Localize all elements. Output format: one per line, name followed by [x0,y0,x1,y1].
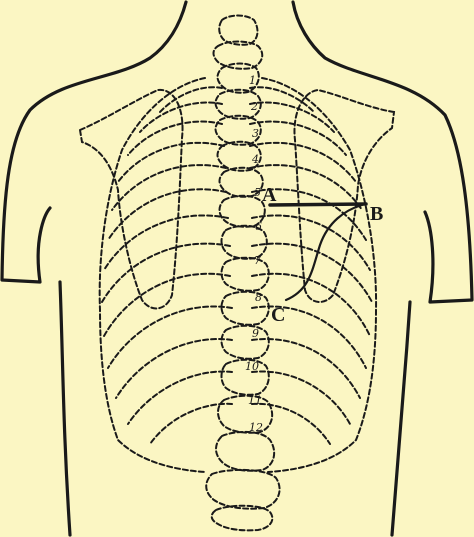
point-label-b: B [370,203,383,225]
cervical-vertebra [219,16,257,45]
lumbar-vertebra [206,470,279,509]
vertebra-number-9: 9 [252,327,259,340]
left-scapula [80,90,183,309]
vertebra-number-4: 4 [251,153,259,166]
left-rib-5 [112,165,226,210]
right-rib-13 [252,404,330,444]
vertebra-number-10: 10 [245,360,259,373]
left-torso-line [60,282,70,535]
vertebra-number-2: 2 [250,100,258,113]
left-rib-1 [160,87,222,112]
vertebra-number-11: 11 [248,394,262,407]
vertebra-12 [218,396,272,433]
right-scapula [294,90,394,302]
vertebra-number-5: 5 [254,186,261,199]
vertebra-number-1: 1 [249,74,256,87]
lumbar-vertebra [212,506,273,531]
vertebra-number-6: 6 [255,220,262,233]
right-rib-7 [252,215,370,270]
left-neck-line [2,2,186,282]
lumbar-vertebra [216,432,274,471]
line-a-to-b [270,204,366,205]
skeleton-dashed [80,78,394,472]
left-rib-11 [116,339,232,398]
marker-lines [270,204,366,300]
left-rib-3 [128,122,222,155]
right-rib-9 [252,274,370,336]
point-label-c: C [271,304,285,326]
vertebra-number-8: 8 [255,291,262,304]
right-ribs [250,87,372,444]
cervical-vertebra [214,42,263,69]
vertebra-number-12: 12 [249,421,263,434]
left-ribs [102,87,232,444]
spine [206,16,279,531]
right-torso-line [392,302,410,535]
rib-cage-outline-right [262,78,376,472]
right-rib-3 [250,122,346,155]
point-label-a: A [262,184,277,206]
vertebra-number-labels: 1 2 3 4 5 6 7 8 9 10 11 12 [245,74,263,434]
vertebra-number-3: 3 [252,127,259,140]
vertebra-number-7: 7 [254,254,261,267]
vertebra-10 [222,326,269,359]
right-rib-2 [250,102,334,132]
left-rib-12 [128,371,232,424]
left-rib-10 [108,306,232,368]
